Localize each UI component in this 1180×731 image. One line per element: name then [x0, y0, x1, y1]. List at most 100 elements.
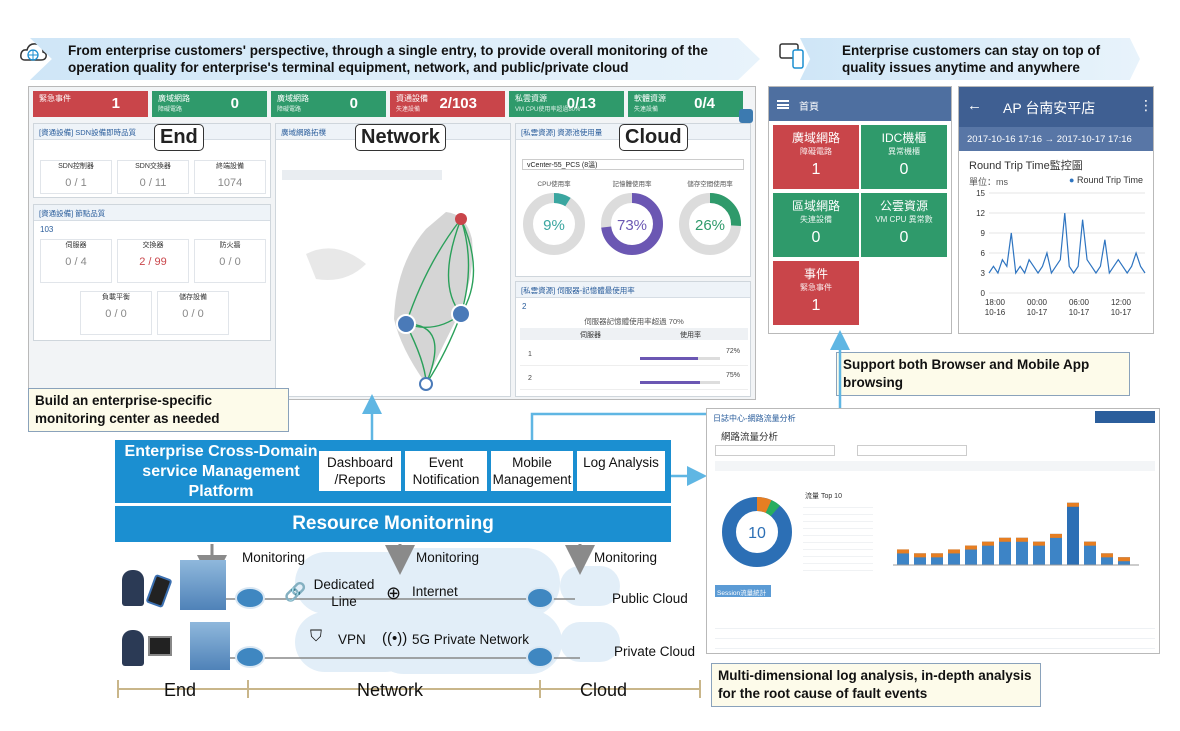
- memory-row-index: 1: [528, 351, 532, 358]
- memory-row-index: 2: [528, 375, 532, 382]
- branch-panel-title: [資通設備] 節點品質: [34, 205, 270, 221]
- tab-log[interactable]: Log Analysis: [577, 451, 665, 491]
- memory-count: 2: [522, 302, 527, 311]
- chart-legend: ● Round Trip Time: [1069, 175, 1143, 185]
- memory-row-bar: [640, 357, 720, 360]
- branch-item-value: 0 / 0: [105, 308, 127, 320]
- tag-end: End: [154, 124, 204, 151]
- rtt-xtick: 10-16: [985, 308, 1006, 317]
- gauge-fill: [679, 193, 741, 255]
- memory-header: 伺服器 使用率: [520, 328, 748, 340]
- rtt-ytick: 0: [981, 289, 986, 298]
- log-bar-cap: [999, 537, 1011, 542]
- log-bar-cap: [948, 549, 960, 554]
- rtt-xtick: 10-17: [1027, 308, 1048, 317]
- log-bar: [1050, 533, 1062, 565]
- memory-col-usage: 使用率: [680, 332, 701, 339]
- log-top-table: [803, 501, 873, 577]
- sdn-item-value: 0 / 11: [139, 177, 167, 189]
- mobile-tile-value: 0: [899, 161, 909, 178]
- mobile-tile-value: 1: [811, 297, 821, 314]
- gauge-fill: [601, 193, 663, 255]
- back-arrow-icon[interactable]: ←: [967, 97, 982, 114]
- sdn-item-value: 0 / 1: [65, 177, 87, 189]
- log-donut-chart: 10: [722, 497, 792, 567]
- memory-row-pct: 75%: [726, 372, 741, 379]
- menu-icon[interactable]: [777, 100, 789, 109]
- kpi-value: 0: [349, 95, 358, 112]
- log-filters[interactable]: [715, 461, 1155, 471]
- taiwan-network-map: [306, 212, 475, 391]
- log-search-input[interactable]: [715, 445, 835, 456]
- rtt-xtick: 06:00: [1069, 298, 1090, 307]
- memory-row-pct: 72%: [726, 348, 741, 355]
- log-date-range[interactable]: [857, 445, 967, 456]
- memory-row: 1 72%: [520, 344, 748, 366]
- ap-title: AP 台南安平店: [1003, 100, 1096, 116]
- log-breadcrumb: 日誌中心-網路流量分析: [713, 414, 796, 423]
- log-bar: [965, 545, 977, 565]
- log-session-tab[interactable]: Session流量統計: [715, 585, 771, 597]
- tag-network: Network: [355, 124, 446, 151]
- log-bar-cap: [1118, 557, 1130, 562]
- log-bar: [914, 553, 926, 565]
- kpi-label: 廣域網路: [158, 94, 190, 103]
- vcenter-select[interactable]: vCenter-55_PCS (8溫): [522, 159, 744, 170]
- rtt-ytick: 12: [976, 209, 985, 218]
- branch-item-value: 0 / 4: [65, 256, 87, 268]
- rtt-ytick: 15: [976, 189, 985, 198]
- banner-left: From enterprise customers' perspective, …: [30, 38, 760, 80]
- memory-col-server: 伺服器: [580, 332, 601, 339]
- mobile-tile-label: 區域網路: [791, 199, 840, 213]
- tab-dashboard[interactable]: Dashboard /Reports: [319, 451, 401, 491]
- log-bar: [1084, 541, 1096, 565]
- log-user-menu[interactable]: [1095, 411, 1155, 423]
- memory-row-bar: [640, 381, 720, 384]
- mobile-tile-label: IDC機櫃: [881, 131, 927, 145]
- mobile-tile-sub: 障礙電路: [800, 147, 832, 156]
- sdn-panel-title: [資通設備] SDN設備即時品質: [34, 124, 270, 140]
- router-icon-1: [235, 587, 265, 609]
- log-bar: [1016, 537, 1028, 565]
- map-toolbar[interactable]: [282, 170, 442, 180]
- log-title: 網路流量分析: [721, 432, 779, 443]
- public-cloud-label: Public Cloud: [612, 591, 688, 606]
- mobile-header: 首頁: [769, 87, 951, 121]
- tab-event[interactable]: Event Notification: [405, 451, 487, 491]
- memory-note: 伺服器記憶體使用率超過 70%: [584, 317, 684, 326]
- kpi-sub: 失連設備: [396, 107, 421, 113]
- link-icon: 🔗: [284, 582, 307, 602]
- tab-mobile[interactable]: Mobile Management: [491, 451, 573, 491]
- branch-item-value: 0 / 0: [182, 308, 204, 320]
- branch-count: 103: [40, 225, 54, 234]
- log-bar: [982, 541, 994, 565]
- mobile-device-icon: [779, 43, 804, 69]
- settings-gear-icon[interactable]: [739, 109, 753, 123]
- more-icon[interactable]: ⋮: [1139, 97, 1153, 113]
- monitoring-label-3: Monitoring: [594, 550, 658, 565]
- mobile-tile-value: 0: [899, 229, 909, 246]
- kpi-sub: VM CPU使用率超過80%: [515, 107, 581, 113]
- rtt-chart: 1512963018:0010-1600:0010-1706:0010-1712…: [976, 189, 1146, 317]
- rtt-ytick: 9: [981, 229, 986, 238]
- mobile-tile-sub: VM CPU 異常數: [875, 215, 933, 224]
- mobile-tile-value: 0: [811, 229, 821, 246]
- vpn-label: VPN: [338, 632, 366, 647]
- bottom-end-label: End: [164, 680, 197, 700]
